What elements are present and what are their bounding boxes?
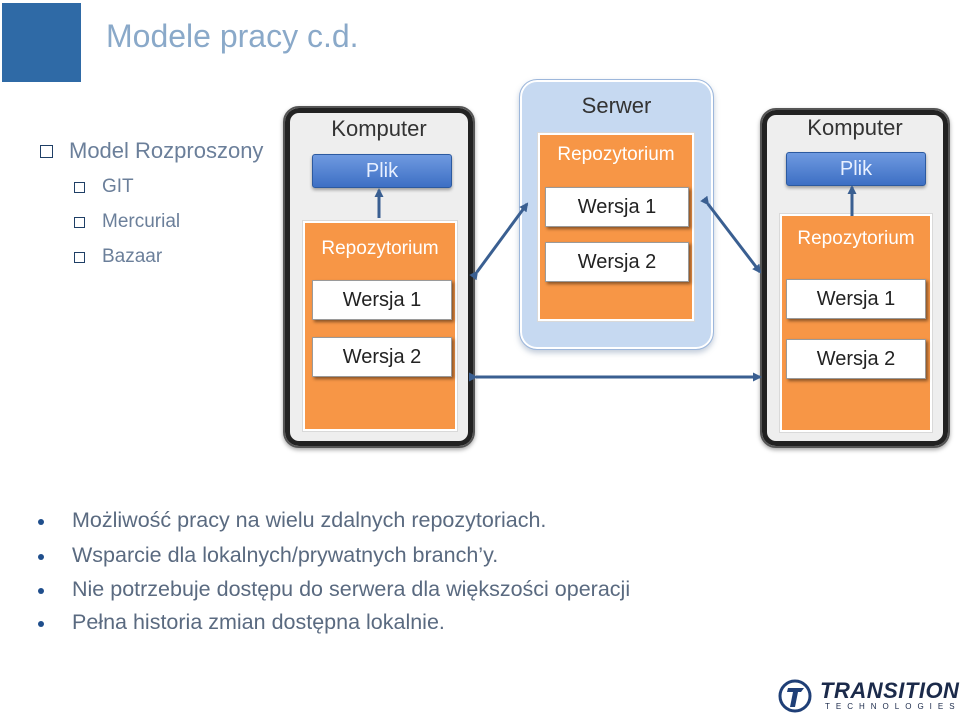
- right-repository: Repozytorium: [779, 213, 933, 433]
- corner-accent-block: [2, 3, 81, 82]
- right-computer-title: Komputer: [807, 115, 903, 140]
- bullet-dot-icon: [38, 621, 44, 627]
- left-file-bar: Plik: [312, 154, 452, 188]
- left-repository: Repozytorium: [302, 220, 458, 432]
- left-repository-label: Repozytorium: [321, 238, 439, 259]
- server-to-right-sync-arrow: [700, 195, 762, 274]
- left-computer-title: Komputer: [331, 116, 427, 141]
- transition-logo: TRANSITION TECHNOLOGIES: [778, 678, 960, 714]
- right-version-2: Wersja 2: [786, 339, 926, 379]
- right-version-1: Wersja 1: [786, 279, 926, 319]
- server-repository-label: Repozytorium: [557, 144, 675, 165]
- checkbox-icon: [74, 217, 85, 228]
- server-version-2: Wersja 2: [545, 242, 689, 282]
- transition-logo-icon: [778, 679, 812, 713]
- left-computer-box: Komputer Plik Repozytorium Wersja 1 Wers…: [283, 106, 475, 448]
- bullet-dot-icon: [38, 519, 44, 525]
- left-to-server-sync-arrow: [469, 202, 529, 281]
- checkbox-icon: [74, 182, 85, 193]
- server-box: Serwer Repozytorium Wersja 1 Wersja 2: [519, 79, 714, 350]
- right-computer-box: Komputer Plik Repozytorium Wersja 1 Wers…: [760, 108, 950, 448]
- bullet-dot-icon: [38, 554, 44, 560]
- server-title: Serwer: [581, 93, 652, 118]
- logo-tagline: TECHNOLOGIES: [825, 702, 960, 711]
- checkbox-icon: [74, 252, 85, 263]
- server-repository: Repozytorium: [537, 132, 695, 322]
- checkbox-icon: [40, 145, 53, 158]
- left-version-2: Wersja 2: [312, 337, 452, 377]
- right-repository-label: Repozytorium: [797, 228, 915, 249]
- bullet-dot-icon: [38, 588, 44, 594]
- left-version-1: Wersja 1: [312, 280, 452, 320]
- server-version-1: Wersja 1: [545, 187, 689, 227]
- slide-title: Modele pracy c.d.: [106, 18, 359, 54]
- logo-name: TRANSITION: [820, 678, 960, 703]
